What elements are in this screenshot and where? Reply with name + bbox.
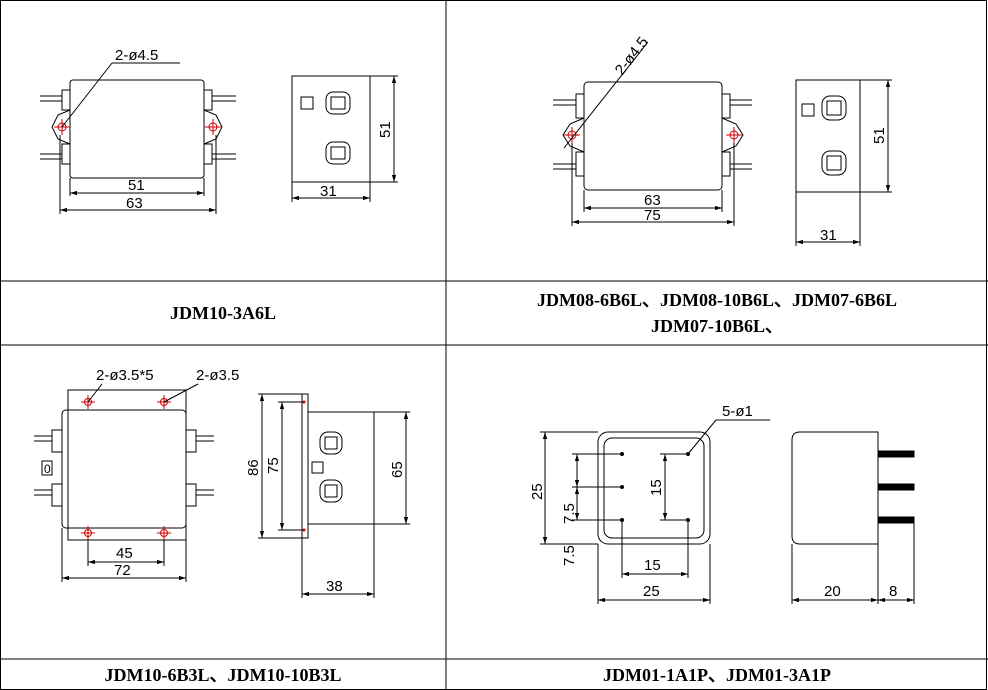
right-flange xyxy=(203,109,223,145)
dim-side-height: 65 xyxy=(389,461,406,478)
filter-body xyxy=(61,409,187,529)
hole-label: 2-ø4.5 xyxy=(115,47,158,64)
drawing-jdm08-jdm07 xyxy=(553,41,892,246)
side-plate xyxy=(301,393,309,539)
caption-line: JDM10-3A6L xyxy=(170,303,276,323)
dim-side-width: 31 xyxy=(820,227,837,244)
dim-width: 25 xyxy=(643,583,660,600)
hole-label-a: 2-ø3.5*5 xyxy=(96,367,154,384)
terminal-mark: 0 xyxy=(44,462,51,476)
filter-body-inner xyxy=(603,437,705,539)
dim-pin-vertical: 15 xyxy=(648,479,665,496)
dim-side-height: 51 xyxy=(377,121,394,138)
mount-plate xyxy=(67,389,187,541)
side-view xyxy=(307,411,375,525)
caption-top-right: JDM08-6B6L、JDM08-10B6L、JDM07-6B6L JDM07-… xyxy=(446,287,988,339)
filter-body xyxy=(597,431,711,545)
dim-outer-width: 75 xyxy=(644,207,661,224)
dim-outer-width: 63 xyxy=(126,195,143,212)
dim-pitch-a: 7.5 xyxy=(561,503,578,524)
hole-label-b: 2-ø3.5 xyxy=(196,367,239,384)
dim-inner-width: 63 xyxy=(644,192,661,209)
filter-body xyxy=(69,79,205,179)
drawing-jdm10-6b3l xyxy=(34,383,410,598)
dim-height: 25 xyxy=(529,483,546,500)
drawing-jdm01 xyxy=(540,419,915,604)
drawing-jdm10-3a6l xyxy=(40,62,398,214)
dim-outer-width: 72 xyxy=(114,562,131,579)
caption-line: JDM08-6B6L、JDM08-10B6L、JDM07-6B6L xyxy=(537,290,897,310)
pin-side xyxy=(877,516,915,524)
dim-height-outer: 86 xyxy=(245,459,262,476)
caption-bottom-left: JDM10-6B3L、JDM10-10B3L xyxy=(0,662,446,688)
dim-inner-width: 45 xyxy=(116,545,133,562)
caption-bottom-right: JDM01-1A1P、JDM01-3A1P xyxy=(446,662,988,688)
caption-line: JDM10-6B3L、JDM10-10B3L xyxy=(104,665,342,685)
pin-side xyxy=(877,450,915,458)
side-view xyxy=(791,431,879,545)
caption-line: JDM07-10B6L、 xyxy=(651,316,783,336)
dim-side-width: 20 xyxy=(824,583,841,600)
dim-pin-horizontal: 15 xyxy=(644,557,661,574)
dim-pin-length: 8 xyxy=(889,583,897,600)
hole-label: 2-ø4.5 xyxy=(612,34,652,79)
dim-pitch-b: 7.5 xyxy=(561,545,578,566)
hole-label: 5-ø1 xyxy=(722,403,753,420)
caption-top-left: JDM10-3A6L xyxy=(0,300,446,326)
dim-height-inner: 75 xyxy=(265,457,282,474)
caption-line: JDM01-1A1P、JDM01-3A1P xyxy=(603,665,831,685)
left-flange xyxy=(51,109,71,145)
dim-side-width: 38 xyxy=(326,578,343,595)
right-flange xyxy=(721,117,744,153)
side-view xyxy=(795,79,861,193)
dim-inner-width: 51 xyxy=(128,177,145,194)
dim-side-width: 31 xyxy=(320,183,337,200)
side-view xyxy=(291,75,371,183)
dim-side-height: 51 xyxy=(871,127,888,144)
filter-body xyxy=(583,81,723,191)
left-flange xyxy=(562,117,585,153)
pin-side xyxy=(877,483,915,491)
